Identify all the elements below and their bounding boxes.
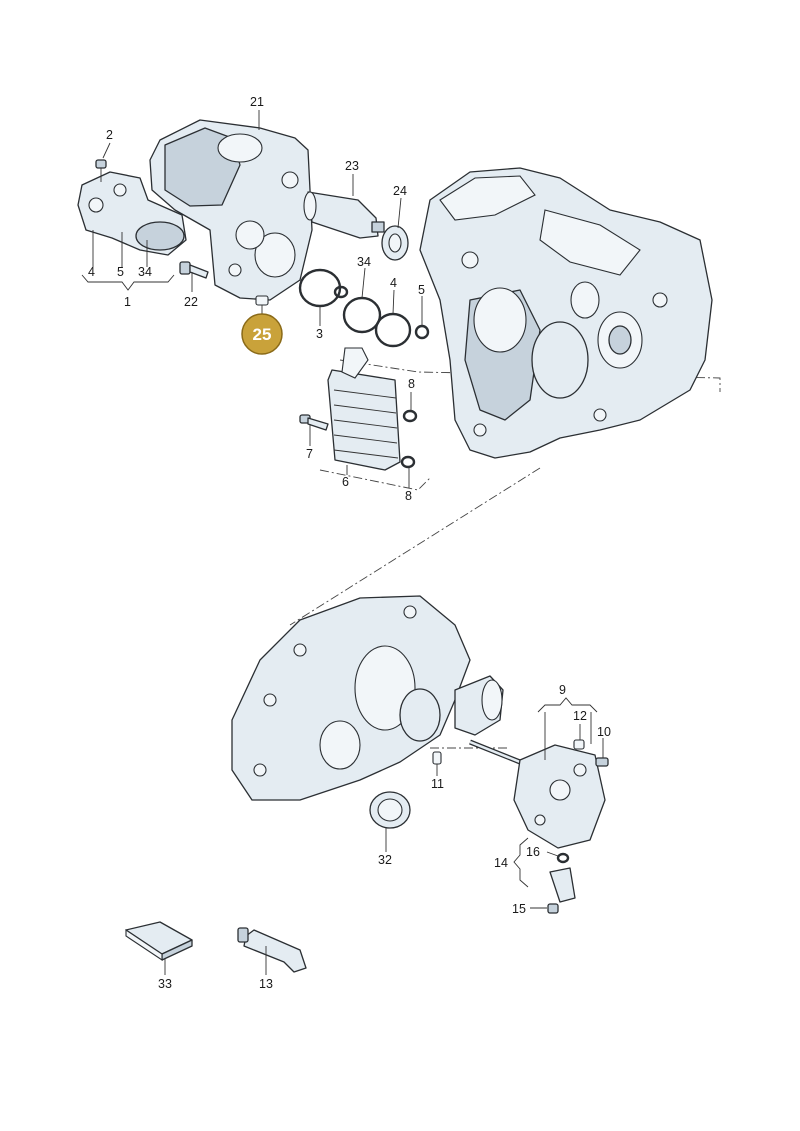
highlight-callout-25[interactable]: 25 <box>241 313 283 355</box>
highlight-label[interactable]: 25 <box>253 325 272 344</box>
label-5b[interactable]: 5 <box>418 283 425 297</box>
lower-housing <box>231 595 504 801</box>
label-33[interactable]: 33 <box>158 977 172 991</box>
label-24[interactable]: 24 <box>393 184 407 198</box>
leader-lines <box>81 110 604 975</box>
label-1[interactable]: 1 <box>124 295 131 309</box>
actuator-housing <box>149 119 313 301</box>
label-6[interactable]: 6 <box>342 475 349 489</box>
label-22[interactable]: 22 <box>184 295 198 309</box>
label-23[interactable]: 23 <box>345 159 359 173</box>
sensor-15 <box>547 852 576 914</box>
label-34b[interactable]: 34 <box>357 255 371 269</box>
label-15[interactable]: 15 <box>512 902 526 916</box>
sealant-pack-33 <box>125 921 193 962</box>
label-7[interactable]: 7 <box>306 447 313 461</box>
label-14[interactable]: 14 <box>494 856 508 870</box>
sealant-tube-13 <box>237 927 307 973</box>
seal-24 <box>381 225 409 261</box>
label-4b[interactable]: 4 <box>390 276 397 290</box>
label-9[interactable]: 9 <box>559 683 566 697</box>
label-32[interactable]: 32 <box>378 853 392 867</box>
fitting-25 <box>255 295 269 306</box>
label-3[interactable]: 3 <box>316 327 323 341</box>
label-12[interactable]: 12 <box>573 709 587 723</box>
label-4a[interactable]: 4 <box>88 265 95 279</box>
seal-32 <box>369 791 411 829</box>
label-8a[interactable]: 8 <box>408 377 415 391</box>
oil-cooler-6 <box>327 347 401 471</box>
highlight-circle[interactable] <box>241 313 283 355</box>
label-8b[interactable]: 8 <box>405 489 412 503</box>
label-21[interactable]: 21 <box>250 95 264 109</box>
valve-body-assembly <box>77 171 187 256</box>
label-5a[interactable]: 5 <box>117 265 124 279</box>
label-34a[interactable]: 34 <box>138 265 152 279</box>
o-rings-8 <box>400 409 418 469</box>
bolt-22 <box>179 261 209 279</box>
bolt-7 <box>299 414 329 431</box>
label-16[interactable]: 16 <box>526 845 540 859</box>
bolt-2 <box>95 159 107 182</box>
part-labels: 21 2 23 24 4 5 34 1 22 34 4 5 3 8 7 6 8 … <box>88 95 611 991</box>
label-11[interactable]: 11 <box>431 777 444 791</box>
pin-11 <box>432 751 442 765</box>
transmission-housing <box>419 167 713 459</box>
pump-cover-9 <box>469 739 609 849</box>
label-10[interactable]: 10 <box>597 725 611 739</box>
cylinder-23 <box>303 191 385 239</box>
label-2[interactable]: 2 <box>106 128 113 142</box>
label-13[interactable]: 13 <box>259 977 273 991</box>
